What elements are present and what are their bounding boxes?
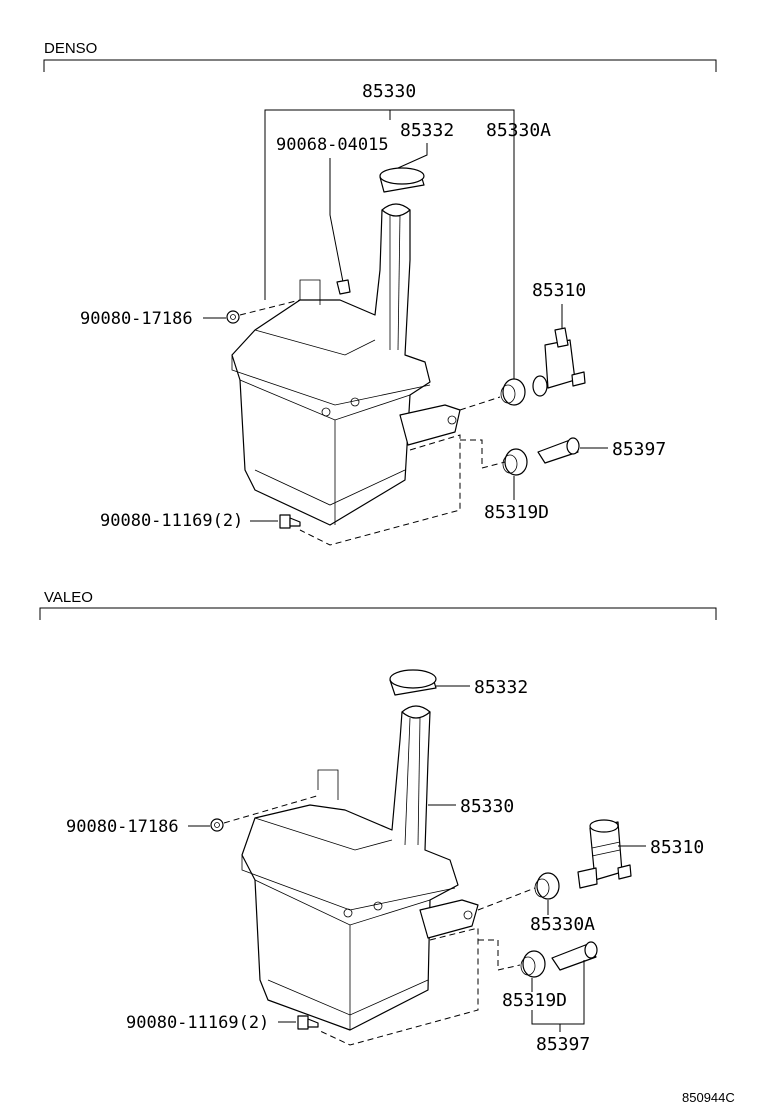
- reservoir-cap: [379, 167, 425, 193]
- figure-reference: 850944C: [682, 1090, 735, 1105]
- label-85332-cap: 85332: [400, 120, 454, 141]
- clip-part: [336, 279, 351, 295]
- washer-tank-denso: [231, 203, 461, 526]
- bolt-part-valeo: [297, 1015, 319, 1030]
- leader-85397-valeo: [531, 960, 585, 1025]
- label-85397-joint: 85397: [612, 439, 666, 460]
- joint-85397-valeo: [551, 941, 598, 971]
- section-bracket-valeo: [39, 607, 717, 620]
- label-85330a: 85330A: [486, 120, 551, 141]
- washer-tank-valeo: [241, 705, 479, 1031]
- label-90080-17186-nut-valeo: 90080-17186: [66, 817, 179, 837]
- label-90080-11169-bolt: 90080-11169(2): [100, 511, 243, 531]
- washer-pump-valeo: [577, 819, 632, 889]
- leader-90068-04015: [329, 158, 344, 283]
- label-85332-cap-valeo: 85332: [474, 677, 528, 698]
- washer-pump-denso: [532, 327, 586, 397]
- grommet-85319d-denso: [502, 448, 528, 476]
- reservoir-cap-valeo: [389, 669, 437, 696]
- grommet-85330a-valeo: [534, 872, 560, 900]
- joint-85397-denso: [537, 437, 580, 464]
- grommet-85319d-valeo: [520, 950, 546, 978]
- label-90080-17186-nut: 90080-17186: [80, 309, 193, 329]
- section-title-denso: DENSO: [44, 40, 97, 57]
- label-85330-assembly: 85330: [362, 81, 416, 102]
- label-85330a-valeo: 85330A: [530, 914, 595, 935]
- grommet-85330a-denso: [500, 378, 526, 406]
- section-title-valeo: VALEO: [44, 589, 93, 606]
- bolt-part-denso: [279, 514, 301, 529]
- section-bracket-denso: [43, 59, 717, 72]
- label-85319d-grommet: 85319D: [484, 502, 549, 523]
- label-85310-pump-valeo: 85310: [650, 837, 704, 858]
- nut-part-valeo: [210, 818, 224, 832]
- section-denso: DENSO 85330 85332 85330A 90068-04015 900…: [43, 40, 717, 546]
- label-85310-pump: 85310: [532, 280, 586, 301]
- label-85319d-valeo: 85319D: [502, 990, 567, 1011]
- leader-85332-cap: [397, 143, 428, 169]
- nut-part: [226, 310, 240, 324]
- label-85397-valeo: 85397: [536, 1034, 590, 1055]
- label-85330-tank-valeo: 85330: [460, 796, 514, 817]
- label-90068-04015-clip: 90068-04015: [276, 135, 389, 155]
- section-valeo: VALEO 85332 85330: [39, 589, 717, 1055]
- label-90080-11169-bolt-valeo: 90080-11169(2): [126, 1013, 269, 1033]
